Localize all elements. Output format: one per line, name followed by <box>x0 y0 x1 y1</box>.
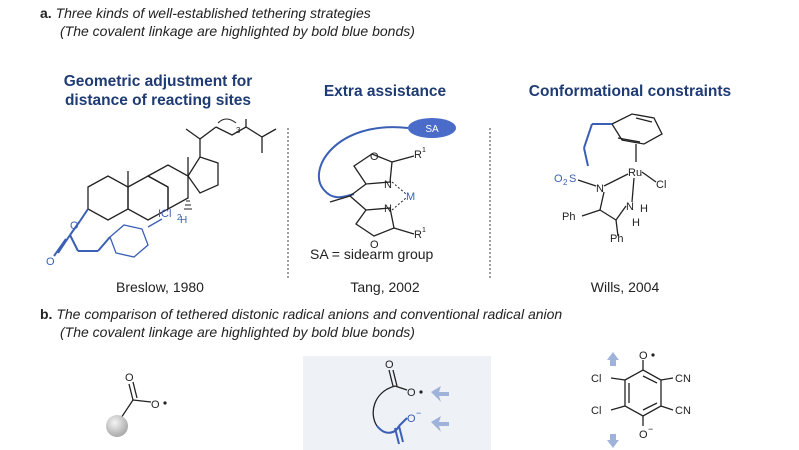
b2-o-anion: O <box>407 413 416 425</box>
section-a-title: a. Three kinds of well-established tethe… <box>40 5 371 21</box>
tang-n-bottom: N <box>384 203 392 215</box>
b3-radical-dot <box>651 353 655 357</box>
b3-arrow-up <box>607 352 619 366</box>
wills-n-label: N <box>596 183 604 195</box>
tang-n-top: N <box>384 179 392 191</box>
svg-text:O: O <box>70 220 79 232</box>
b3-o-top: O <box>639 350 648 362</box>
tang-r1-bottom: R <box>414 229 422 241</box>
heading-geometric-line1: Geometric adjustment for <box>63 73 253 90</box>
svg-text:O: O <box>46 256 55 268</box>
sidearm-label: SA <box>425 124 439 135</box>
b3-o-bottom: O <box>639 429 648 441</box>
b3-arrow-down <box>607 434 619 448</box>
wills-h2-label: H <box>632 217 640 229</box>
b3-cn-bottom: CN <box>675 405 691 417</box>
wills-cl-label: Cl <box>656 179 666 191</box>
radical-dot <box>163 401 167 405</box>
caption-wills: Wills, 2004 <box>590 279 660 295</box>
section-b-title: b. The comparison of tethered distonic r… <box>40 306 562 322</box>
b3-anion-charge: − <box>648 424 653 434</box>
b1-o-top: O <box>125 372 134 384</box>
b-structure-conventional: O O <box>106 372 167 437</box>
breslow-icl-label: ICl <box>158 208 171 220</box>
breslow-icl-subscript: 2 <box>177 213 182 222</box>
sidearm-ellipse <box>408 118 456 138</box>
b-structure-tethered: O O O − <box>372 359 449 445</box>
section-a-title-text: Three kinds of well-established tetherin… <box>55 5 371 21</box>
heading-geometric-line2: distance of reacting sites <box>64 92 252 109</box>
b2-o-top: O <box>385 359 394 371</box>
section-a-label: a. <box>40 5 52 21</box>
heading-geometric: Geometric adjustment for distance of rea… <box>42 72 274 110</box>
b2-radical-dot <box>419 390 423 394</box>
wills-nh-label: N <box>626 201 634 213</box>
wills-structure: O 2 S N Ru Cl N H H Ph Ph <box>554 113 666 245</box>
wills-ph2-label: Ph <box>610 233 623 245</box>
separator-right <box>489 128 491 278</box>
section-b-title-text: The comparison of tethered distonic radi… <box>56 306 563 322</box>
heading-extra-assistance: Extra assistance <box>323 83 447 100</box>
wills-o2-label: O <box>554 173 563 185</box>
wills-ru-label: Ru <box>628 167 642 179</box>
breslow-chain-subscript: 3 <box>236 126 241 135</box>
heading-conformational: Conformational constraints <box>528 83 732 100</box>
caption-breslow: Breslow, 1980 <box>116 279 204 295</box>
section-a-subtitle: (The covalent linkage are highlighted by… <box>60 23 415 39</box>
b1-o-radical: O <box>151 399 160 411</box>
tang-o-bottom: O <box>370 239 379 251</box>
b2-anion-charge: − <box>416 408 421 418</box>
b3-cl-top: Cl <box>591 373 601 385</box>
b3-cn-top: CN <box>675 373 691 385</box>
tang-r1-top-sup: 1 <box>422 147 426 154</box>
wills-s-label: S <box>569 173 576 185</box>
separator-left <box>287 128 289 278</box>
tang-o-top: O <box>370 151 379 163</box>
tang-r1-bottom-sup: 1 <box>422 227 426 234</box>
wills-o2-subscript: 2 <box>563 178 568 187</box>
tang-r1-top: R <box>414 149 422 161</box>
caption-tang: Tang, 2002 <box>350 279 420 295</box>
breslow-h-label: H <box>180 215 187 226</box>
tang-structure: SA O N N O M R 1 R 1 <box>318 118 456 251</box>
b2-arrow-bottom <box>431 416 449 432</box>
b2-arrow-top <box>431 386 449 402</box>
breslow-structure: H 3 O O ICl 2 <box>46 118 277 268</box>
tang-metal-label: M <box>406 191 415 203</box>
wills-h1-label: H <box>640 203 648 215</box>
b1-ball <box>106 415 128 437</box>
section-b-label: b. <box>40 306 53 322</box>
sidearm-legend: SA = sidearm group <box>310 246 434 262</box>
b-structure-quinone: O O − Cl Cl CN CN <box>591 350 691 448</box>
b2-o-radical: O <box>407 387 416 399</box>
wills-ph1-label: Ph <box>562 211 575 223</box>
b3-cl-bottom: Cl <box>591 405 601 417</box>
section-b-subtitle: (The covalent linkage are highlighted by… <box>60 324 415 340</box>
